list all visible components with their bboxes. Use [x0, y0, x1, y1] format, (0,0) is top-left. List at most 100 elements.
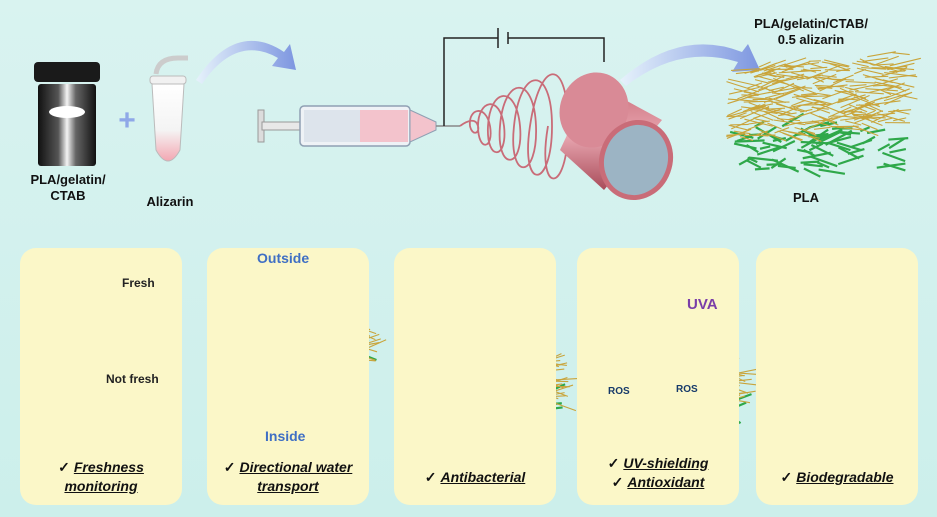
green-fiber: [733, 142, 757, 150]
check-icon: ✓: [58, 459, 70, 475]
gold-fiber: [816, 92, 832, 97]
caption-line1: UV-shielding: [623, 455, 709, 471]
gold-fiber: [810, 66, 828, 70]
power-circuit: [443, 28, 605, 126]
gold-fiber: [796, 119, 826, 124]
gold-fiber: [854, 115, 873, 124]
green-fiber: [808, 132, 829, 138]
gold-fiber: [753, 69, 774, 78]
gold-fiber: [864, 97, 883, 105]
gold-fiber: [811, 106, 829, 110]
gold-fiber: [858, 104, 877, 112]
gold-fiber: [812, 76, 825, 83]
gold-fiber: [836, 126, 866, 131]
gold-fiber: [892, 52, 910, 56]
caption-line1: Directional water: [239, 459, 353, 475]
green-fiber: [800, 160, 820, 164]
gold-fiber: [876, 112, 906, 122]
green-fiber: [877, 143, 891, 152]
gold-fiber: [727, 108, 743, 117]
gold-fiber: [848, 104, 868, 113]
green-fiber: [837, 154, 864, 166]
gold-fiber: [784, 61, 811, 71]
gold-fiber: [824, 59, 850, 67]
gold-fiber: [849, 82, 883, 91]
gold-fiber: [814, 84, 845, 88]
gold-fiber: [836, 67, 851, 73]
green-fiber: [802, 151, 832, 160]
gold-fiber: [753, 62, 777, 73]
gold-fiber: [873, 63, 894, 66]
gold-fiber: [726, 133, 746, 136]
gold-fiber: [782, 132, 802, 142]
green-fiber: [803, 167, 821, 178]
card-biodegradable: ✓Biodegradable: [756, 248, 918, 505]
gold-fiber: [766, 109, 793, 117]
tube-icon: [149, 55, 188, 162]
gold-fiber: [845, 86, 859, 92]
green-fiber: [810, 143, 834, 157]
collector-drum-icon: [559, 72, 673, 201]
gold-fiber: [834, 89, 867, 99]
gold-fiber: [791, 83, 818, 95]
gold-fiber: [862, 110, 875, 117]
product-label: PLA/gelatin/CTAB/ 0.5 alizarin: [726, 16, 896, 48]
gold-fiber: [869, 86, 894, 93]
gold-fiber: [791, 72, 809, 78]
gold-fiber: [812, 73, 837, 85]
caption-biodegradable: ✓Biodegradable: [756, 468, 918, 487]
green-fiber: [882, 151, 906, 163]
gold-fiber: [852, 125, 879, 137]
gold-fiber: [862, 57, 889, 62]
green-fiber: [859, 126, 871, 133]
green-fiber: [838, 146, 860, 160]
gold-fiber: [869, 62, 899, 72]
gold-fiber: [835, 125, 856, 128]
uva-label: UVA: [687, 296, 718, 313]
gold-fiber: [792, 86, 813, 89]
green-fiber: [736, 134, 753, 143]
green-fiber: [734, 139, 765, 143]
gold-fiber: [875, 55, 899, 66]
gold-fiber: [759, 64, 776, 71]
green-fiber: [889, 148, 907, 154]
gold-fiber: [818, 76, 843, 82]
gold-fiber: [881, 70, 900, 77]
green-fiber: [815, 130, 842, 145]
gold-fiber: [809, 112, 839, 126]
gold-fiber: [745, 96, 772, 100]
gold-fiber: [800, 92, 817, 96]
gold-fiber: [758, 81, 781, 91]
gold-fiber: [758, 61, 771, 68]
gold-fiber: [728, 86, 760, 95]
gold-fiber: [823, 104, 846, 115]
gold-fiber: [726, 81, 759, 93]
gold-fiber: [853, 114, 871, 121]
gold-fiber: [791, 99, 806, 107]
green-fiber: [828, 142, 851, 152]
gold-fiber: [867, 51, 896, 58]
gold-fiber: [854, 91, 884, 95]
check-icon: ✓: [780, 469, 793, 485]
gold-fiber: [778, 112, 797, 117]
gold-fiber: [862, 74, 887, 82]
check-icon: ✓: [607, 455, 620, 471]
caption-water-transport: ✓Directional water transport: [207, 458, 369, 496]
caption-line2: Antioxidant: [627, 474, 705, 490]
gold-fiber: [746, 91, 771, 98]
gold-fiber: [813, 98, 833, 105]
gold-fiber: [791, 93, 818, 98]
gold-fiber: [856, 67, 884, 75]
gold-fiber: [813, 126, 831, 130]
gold-fiber: [864, 75, 889, 78]
gold-fiber: [846, 98, 860, 101]
gold-fiber: [821, 61, 849, 68]
card-antibacterial: ✓Antibacterial: [394, 248, 556, 505]
gold-fiber: [726, 128, 752, 139]
product-label-line2: 0.5 alizarin: [777, 32, 845, 47]
base-layer-label: PLA: [793, 190, 819, 205]
gold-fiber: [777, 118, 801, 122]
gold-fiber: [781, 129, 807, 136]
gold-fiber: [884, 91, 918, 100]
gold-fiber: [799, 103, 831, 106]
